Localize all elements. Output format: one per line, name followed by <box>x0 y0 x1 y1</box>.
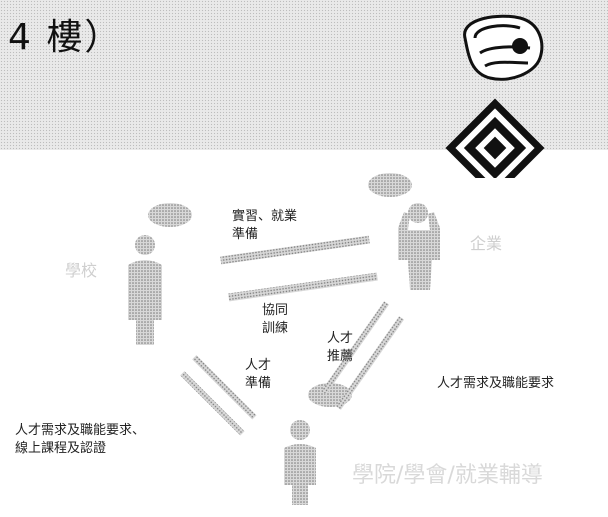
edge-label-demand-courses: 人才需求及職能要求、 線上課程及認證 <box>15 423 146 456</box>
person-icon-company <box>368 173 440 290</box>
school-label: 學院/學會/就業輔導 <box>352 463 543 488</box>
person-icon-student <box>128 203 192 345</box>
logo-stamp-icon <box>445 14 545 178</box>
edge-student-company <box>220 235 378 302</box>
student-label: 學校 <box>65 261 98 280</box>
edge-company-school <box>320 301 405 410</box>
edge-label-talent-recommend: 人才 推薦 <box>327 331 354 364</box>
edge-label-collab-training: 協同 訓練 <box>262 303 289 336</box>
edge-student-school <box>180 355 257 436</box>
edge-label-demand-right: 人才需求及職能要求 <box>437 376 555 391</box>
person-icon-school <box>284 383 352 505</box>
edge-label-talent-prep: 人才 準備 <box>245 358 272 391</box>
edge-label-internship: 實習、就業 準備 <box>232 209 298 242</box>
page-title: 4 樓） <box>8 17 123 58</box>
company-label: 企業 <box>470 234 503 253</box>
